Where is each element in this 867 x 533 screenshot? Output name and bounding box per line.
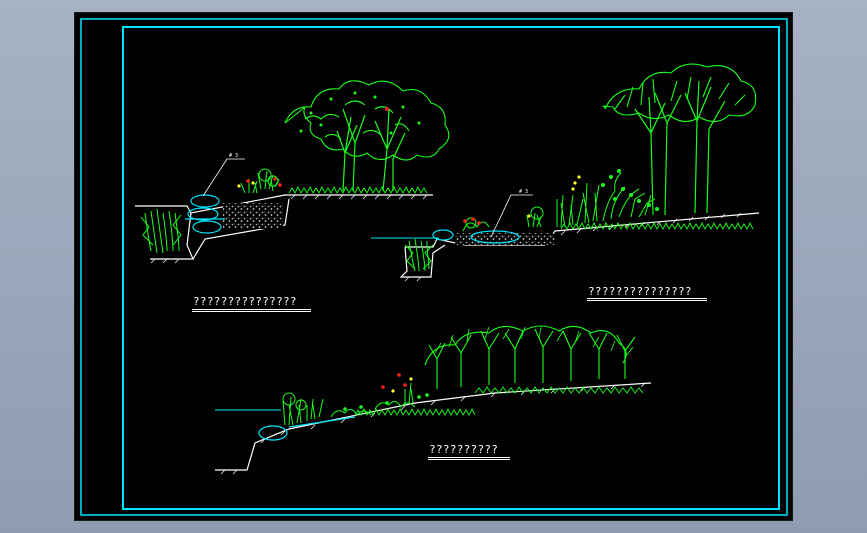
section-3-caption-underline <box>428 457 510 460</box>
section-1-yellow-flowers <box>237 181 255 188</box>
section-1-leader-label: # 3 <box>229 153 238 159</box>
section-1-leaf-dots <box>299 91 421 135</box>
section-1-flowers <box>246 177 282 187</box>
section-2-caption-underline <box>587 298 707 301</box>
section-1-slope <box>192 198 290 260</box>
section-2-grass <box>560 221 754 230</box>
section-3-hatch <box>220 382 646 475</box>
cad-drawing-viewport[interactable]: # 3 <box>74 12 793 521</box>
section-1-water-plants <box>140 208 182 254</box>
section-2-shrubs <box>462 172 656 232</box>
section-1-bank <box>150 212 194 260</box>
section-2-stones <box>432 229 520 244</box>
section-1-hatch <box>150 194 428 264</box>
section-1-gravel <box>223 203 283 229</box>
section-2-leader-label: # 3 <box>519 189 528 195</box>
section-3-grass <box>354 407 476 416</box>
section-3-caption: ?????????? <box>429 443 499 456</box>
section-2-gravel <box>455 233 555 245</box>
section-2-canopy <box>602 63 757 123</box>
section-1-trees <box>336 108 406 192</box>
section-2-bank <box>399 244 446 278</box>
section-3-leaf-dots <box>343 393 429 411</box>
section-3-yellow-flowers <box>391 377 413 393</box>
section-3-flowers <box>381 373 407 389</box>
outer-frame <box>80 18 788 516</box>
section-3-stones <box>258 416 356 441</box>
section-1-leader-line <box>202 158 245 197</box>
section-1-caption-underline <box>192 309 311 312</box>
section-2-leader-line <box>490 194 533 238</box>
section-1-drawing: # 3 <box>135 80 450 264</box>
inner-frame <box>122 26 780 510</box>
section-2-yellow-flowers <box>527 175 581 218</box>
section-1-canopy <box>284 80 450 161</box>
section-3-canopy-branches <box>434 326 634 356</box>
section-1-shrubs <box>240 168 280 194</box>
section-3-canopy-outline <box>424 325 627 366</box>
section-3-drawing <box>215 325 652 475</box>
section-1-caption: ??????????????? <box>193 295 297 308</box>
section-2-flowers <box>463 217 481 225</box>
section-2-drawing: # 3 <box>371 63 760 282</box>
section-1-grass <box>288 185 428 194</box>
section-2-caption: ??????????????? <box>588 285 692 298</box>
section-2-leaf-dots <box>601 169 659 211</box>
section-3-shrubs <box>282 382 416 426</box>
section-1-stones <box>185 194 225 234</box>
cad-drawing-canvas[interactable]: # 3 <box>75 13 794 522</box>
section-2-hatch <box>404 212 742 282</box>
section-3-trees <box>428 328 636 389</box>
section-2-trees <box>634 80 726 216</box>
section-3-grass-upper <box>474 386 644 394</box>
section-2-water-plants <box>404 238 434 272</box>
section-1-tree-fruit <box>385 107 389 111</box>
